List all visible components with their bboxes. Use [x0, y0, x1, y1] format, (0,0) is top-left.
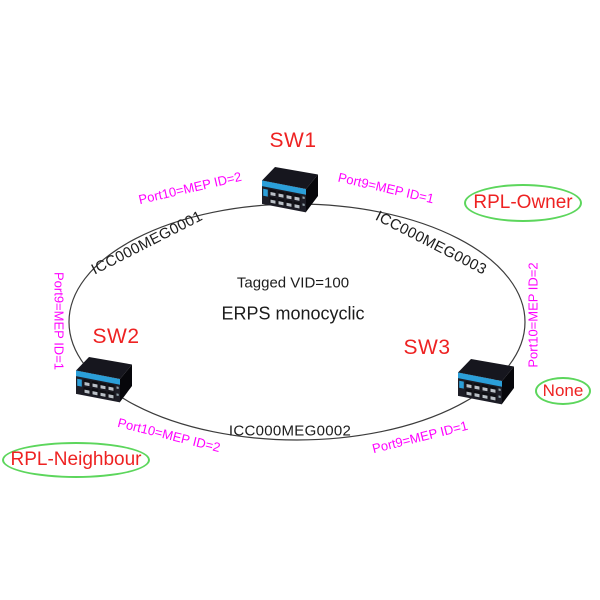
- switch-icon-sw3: [458, 359, 514, 405]
- diagram-subtitle: Tagged VID=100: [236, 274, 350, 292]
- node-label-sw3: SW3: [403, 336, 451, 359]
- role-label-rpl-neighbour: RPL-Neighbour: [10, 449, 142, 470]
- switch-icon-sw2: [76, 357, 132, 403]
- role-badge-rpl-owner: RPL-Owner: [464, 184, 582, 222]
- port-label-sw3-port10: Port10=MEP ID=2: [525, 262, 541, 368]
- diagram-title: ERPS monocyclic: [221, 303, 365, 324]
- role-badge-none: None: [535, 377, 591, 405]
- node-label-sw1: SW1: [269, 129, 317, 152]
- role-label-rpl-owner: RPL-Owner: [473, 192, 573, 213]
- port-label-sw2-port9: Port9=MEP ID=1: [51, 271, 67, 371]
- link-label-meg0002: ICC000MEG0002: [228, 422, 352, 440]
- node-label-sw2: SW2: [92, 325, 140, 348]
- switch-icon-sw1: [262, 167, 318, 213]
- role-badge-rpl-neighbour: RPL-Neighbour: [2, 442, 150, 478]
- role-label-none: None: [542, 381, 584, 400]
